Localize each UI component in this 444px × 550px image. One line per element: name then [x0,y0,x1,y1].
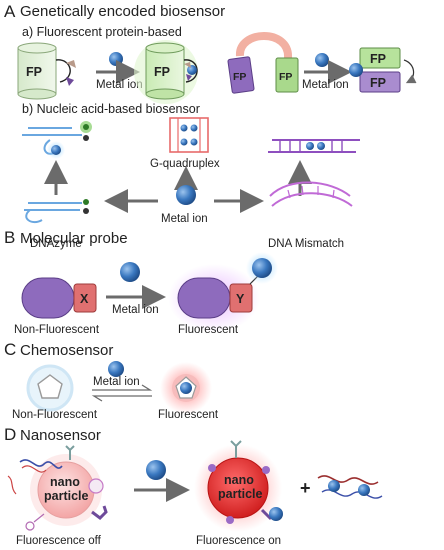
nano-label-1: nano [50,475,80,489]
probe-non-fluorescent: X [21,277,97,319]
metal-ion-icon [120,262,140,282]
equilibrium-arrow-forward [92,384,153,391]
metal-ion-icon [315,53,329,67]
fp-label: FP [26,65,42,79]
g-quadruplex-label: G-quadruplex [150,158,220,170]
nano-label-2: particle [218,487,263,501]
dna-mismatch-label: DNA Mismatch [268,238,344,250]
probe-fluorescent: Y [168,252,278,332]
nano-label-2: particle [44,489,89,503]
nano-label-1: nano [224,473,254,487]
dna-mismatch-diagram [268,139,360,207]
fret-pair-off: FP FP [227,32,299,94]
chemosensor-off [26,364,74,412]
released-dna-ions [317,475,383,499]
section-d-title: Nanosensor [20,427,101,444]
fp-cylinder-on: FP [134,40,198,104]
bound-ion-icon [349,63,363,77]
bound-ion-icon [180,382,192,394]
fp-label: FP [370,76,386,90]
metal-ion-icon [146,460,166,480]
section-a-subtitle-fp: a) Fluorescent protein-based [22,25,182,39]
nanoparticle-off: nano particle [7,445,108,531]
section-c-letter: C [4,340,16,359]
equilibrium-arrow-backward [91,395,152,402]
section-a-letter: A [4,2,16,21]
bound-ion-icon [269,507,283,521]
section-d-letter: D [4,425,16,444]
non-fluorescent-label: Non-Fluorescent [14,324,100,336]
g-quadruplex-diagram [169,117,209,153]
fp-label: FP [279,71,292,83]
fp-label: FP [233,71,246,83]
metal-ion-label: Metal ion [161,213,208,225]
emission-arrow [403,59,417,84]
bound-ion-icon [187,65,197,75]
chemosensor-on [160,362,212,414]
bound-ion-icon [252,258,272,278]
section-c-title: Chemosensor [20,342,113,359]
fp-label: FP [370,52,386,66]
section-a-title: Genetically encoded biosensor [20,3,225,20]
section-a-subtitle-nucleic: b) Nucleic acid-based biosensor [22,102,200,116]
fluorescent-label: Fluorescent [178,324,239,336]
metal-ion-icon [108,361,124,377]
nanoparticle-on: nano particle [194,440,283,532]
non-fluorescent-label: Non-Fluorescent [12,409,98,421]
fluorescence-on-label: Fluorescence on [196,535,281,547]
metal-ion-icon [176,185,196,205]
probe-y-label: Y [236,292,245,306]
fp-cylinder-off: FP [17,42,76,100]
dnazyme-label: DNAzyme [30,238,82,250]
fluorescent-label: Fluorescent [158,409,219,421]
metal-ion-label: Metal ion [93,376,140,388]
metal-ion-label: Metal ion [302,79,349,91]
dnazyme-diagram [22,121,92,224]
fret-pair-on: FP FP [349,47,417,93]
metal-ion-label: Metal ion [96,79,143,91]
section-b-title: Molecular probe [20,230,128,247]
fluorescence-off-label: Fluorescence off [16,535,102,547]
section-b-letter: B [4,228,15,247]
plus-sign: + [300,478,311,498]
fp-label: FP [154,65,170,79]
probe-x-label: X [80,292,89,306]
metal-ion-label: Metal ion [112,304,159,316]
metal-ion-icon [109,52,123,66]
